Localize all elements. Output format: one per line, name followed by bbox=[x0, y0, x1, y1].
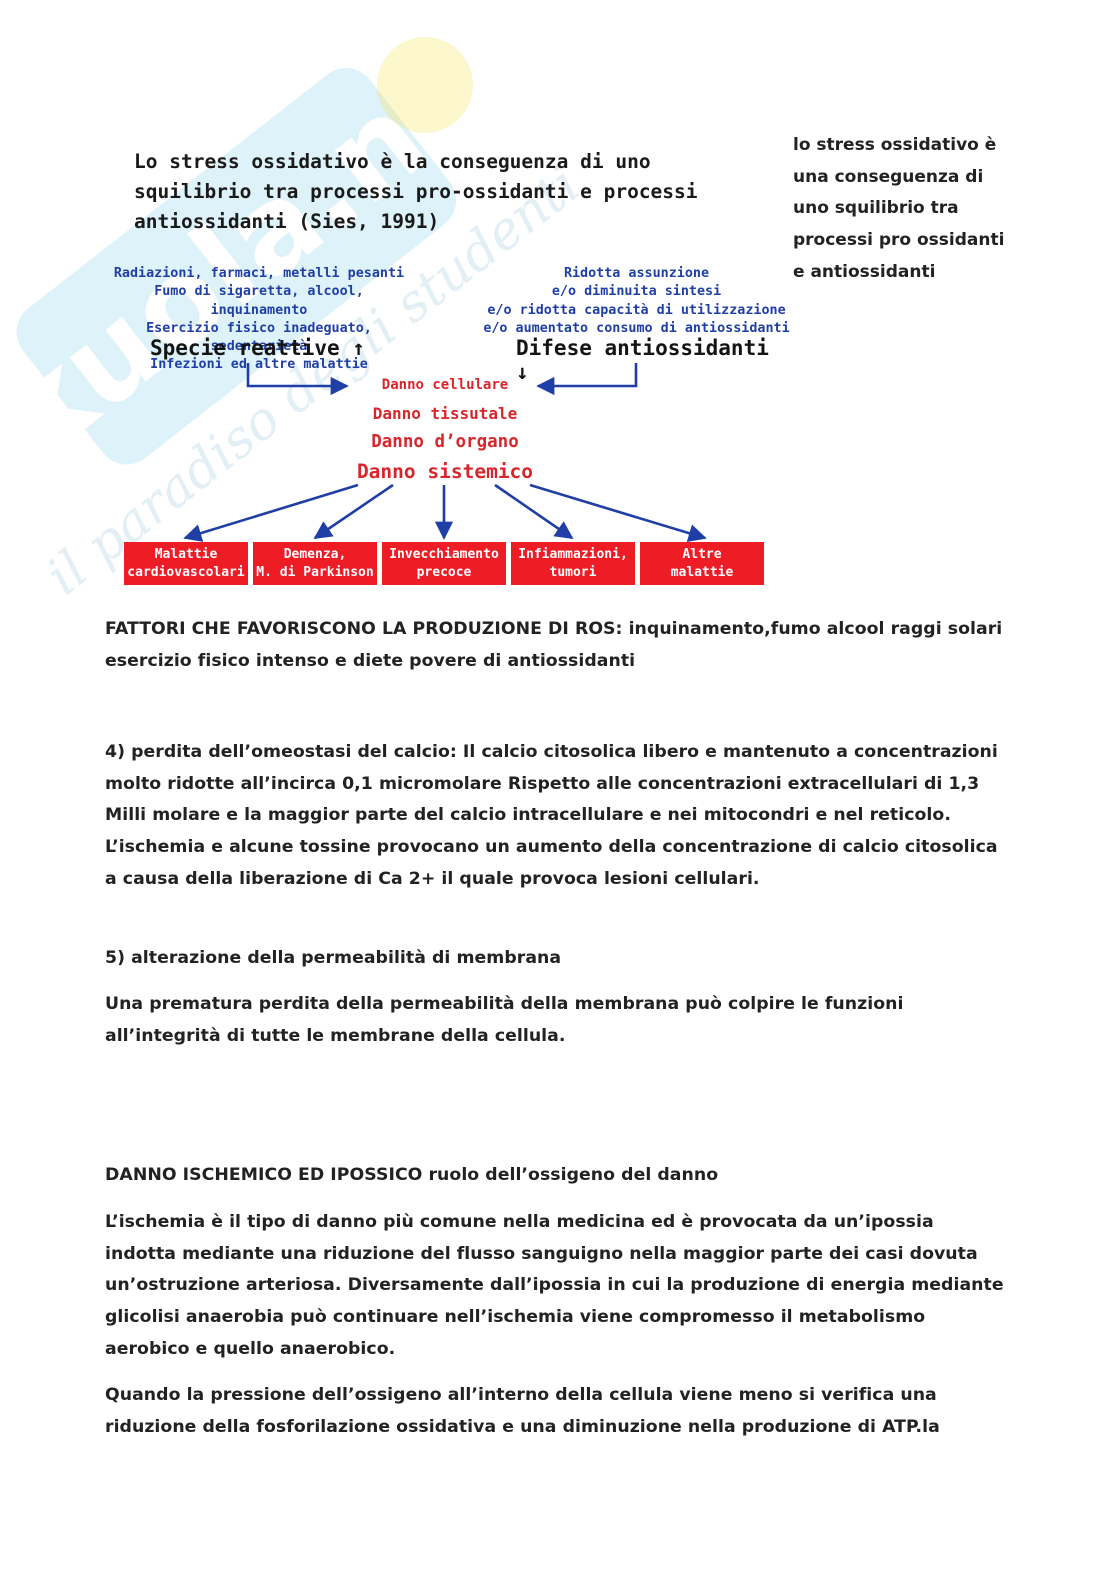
damage-cellular: Danno cellulare bbox=[381, 377, 509, 393]
oxygen-paragraph: Quando la pressione dell’ossigeno all’in… bbox=[105, 1385, 940, 1437]
cause-item: e/o ridotta capacità di utilizzazione bbox=[487, 302, 786, 318]
outcome-cardiovascular: Malattie cardiovascolari bbox=[124, 542, 248, 585]
arrow-to-outcome-4 bbox=[494, 483, 574, 540]
damage-systemic: Danno sistemico bbox=[356, 460, 534, 483]
outcome-line: precoce bbox=[416, 564, 472, 580]
reactive-species-label: Specie reattive ↑ bbox=[150, 336, 365, 360]
outcome-line: Altre bbox=[682, 546, 722, 562]
outcome-line: tumori bbox=[549, 564, 597, 580]
damage-organ: Danno d’organo bbox=[371, 432, 519, 452]
diagram-title: Lo stress ossidativo è la conseguenza di… bbox=[134, 150, 698, 233]
cause-item: Infezioni ed altre malattie bbox=[150, 357, 368, 373]
cause-item: e/o diminuita sintesi bbox=[551, 284, 722, 300]
cause-item: Radiazioni, farmaci, metalli pesanti bbox=[113, 266, 405, 281]
outcome-line: cardiovascolari bbox=[127, 564, 245, 580]
outcome-inflammation: Infiammazioni, tumori bbox=[511, 542, 635, 585]
cause-item: Ridotta assunzione bbox=[563, 266, 710, 281]
cause-item: Esercizio fisico inadeguato, sedentariet… bbox=[146, 320, 372, 355]
outcome-line: Malattie bbox=[154, 546, 218, 562]
outcome-line: Demenza, bbox=[283, 546, 347, 562]
arrow-reactive-to-damage bbox=[246, 363, 349, 396]
calcium-paragraph: 4) perdita dell’omeostasi del calcio: Il… bbox=[105, 742, 998, 889]
membrane-paragraph: Una prematura perdita della permeabilità… bbox=[105, 994, 904, 1046]
arrow-to-outcome-5 bbox=[529, 483, 707, 542]
outcome-line: M. di Parkinson bbox=[256, 564, 374, 580]
outcome-aging: Invecchiamento precoce bbox=[382, 542, 506, 585]
membrane-heading: 5) alterazione della permeabilità di mem… bbox=[105, 948, 562, 968]
cause-item: Fumo di sigaretta, alcool, inquinamento bbox=[154, 284, 364, 318]
arrow-to-outcome-2 bbox=[313, 483, 394, 540]
watermark-dot bbox=[377, 37, 473, 133]
oxidative-stress-diagram: Lo stress ossidativo è la conseguenza di… bbox=[100, 125, 790, 595]
diagram-arrows bbox=[183, 363, 707, 542]
ischemia-paragraph: L’ischemia è il tipo di danno più comune… bbox=[105, 1212, 1004, 1359]
outcome-other: Altre malattie bbox=[640, 542, 764, 585]
ischemic-heading: DANNO ISCHEMICO ED IPOSSICO ruolo dell’o… bbox=[105, 1165, 719, 1185]
reactive-species-causes: Radiazioni, farmaci, metalli pesanti Fum… bbox=[104, 265, 414, 375]
cause-item: e/o aumentato consumo di antiossidanti bbox=[483, 320, 790, 336]
outcome-line: malattie bbox=[670, 564, 734, 580]
side-note: lo stress ossidativo è una conseguenza d… bbox=[793, 135, 1005, 282]
arrow-defenses-to-damage bbox=[536, 363, 638, 396]
outcome-line: Invecchiamento bbox=[389, 546, 499, 562]
antioxidant-deficit-causes: Ridotta assunzione e/o diminuita sintesi… bbox=[483, 265, 790, 338]
ros-factors-paragraph: FATTORI CHE FAVORISCONO LA PRODUZIONE DI… bbox=[105, 619, 1003, 671]
outcome-line: Infiammazioni, bbox=[518, 546, 628, 562]
antioxidant-defenses-label: Difese antiossidanti ↓ bbox=[516, 336, 769, 384]
damage-tissue: Danno tissutale bbox=[372, 404, 518, 423]
arrow-to-outcome-1 bbox=[183, 483, 359, 542]
outcome-dementia: Demenza, M. di Parkinson bbox=[253, 542, 377, 585]
